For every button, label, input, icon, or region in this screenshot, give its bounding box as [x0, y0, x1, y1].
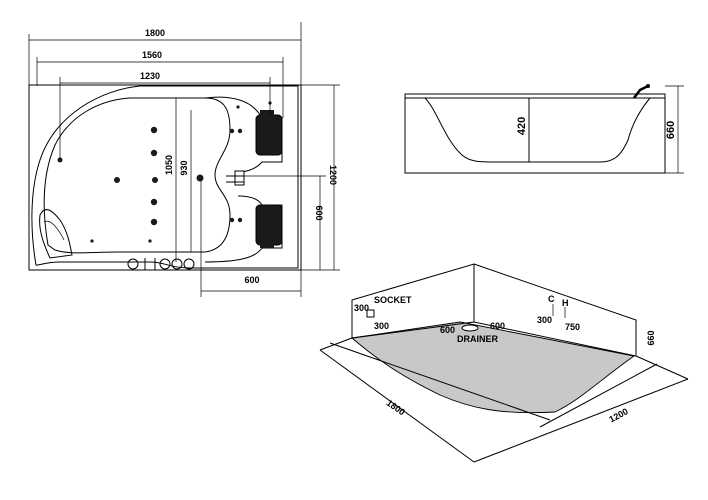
installation-view: SOCKET 300 300 600 600 DRAINER C H 300 7… [319, 263, 689, 463]
socket-label: SOCKET [374, 295, 412, 305]
dim-420: 420 [516, 117, 528, 135]
controls [127, 258, 195, 270]
socket-height: 300 [354, 303, 369, 313]
valve-offset: 750 [565, 322, 580, 332]
drainer-hole [461, 324, 479, 332]
faucet [234, 170, 245, 186]
tub-shell [31, 85, 299, 269]
dim-1200-top: 1200 [328, 165, 338, 185]
drainer-x: 600 [440, 325, 455, 335]
floor-area [350, 321, 636, 414]
top-view: 1800 1560 1230 1050 930 1200 600 600 [28, 22, 340, 297]
jets [57, 101, 272, 243]
tub-basin [43, 97, 231, 254]
dim-660-side: 660 [665, 121, 677, 139]
drainer-y: 600 [490, 321, 505, 331]
dim-930: 930 [179, 160, 189, 175]
tub-outline [28, 84, 302, 271]
wall-height: 660 [646, 330, 656, 345]
dim-1230: 1230 [140, 71, 160, 81]
dim-1800-top: 1800 [145, 28, 165, 38]
side-view: 420 660 [404, 84, 684, 174]
socket-box [366, 309, 375, 318]
lounger-back [39, 209, 73, 259]
drainer-label: DRAINER [457, 334, 499, 344]
cold-label: C [548, 294, 555, 304]
side-outline [404, 93, 666, 174]
right-wall [473, 263, 637, 357]
side-basin [424, 97, 651, 163]
side-faucet [633, 84, 649, 99]
dim-1050: 1050 [164, 155, 174, 175]
dim-600-vertical: 600 [314, 205, 324, 220]
valve-height: 300 [537, 315, 552, 325]
socket-offset: 300 [374, 321, 389, 331]
headrest-bottom [255, 204, 283, 246]
dim-600-horizontal: 600 [244, 275, 259, 285]
headrest-top [255, 114, 283, 156]
hot-label: H [562, 298, 569, 308]
dim-1560: 1560 [142, 50, 162, 60]
